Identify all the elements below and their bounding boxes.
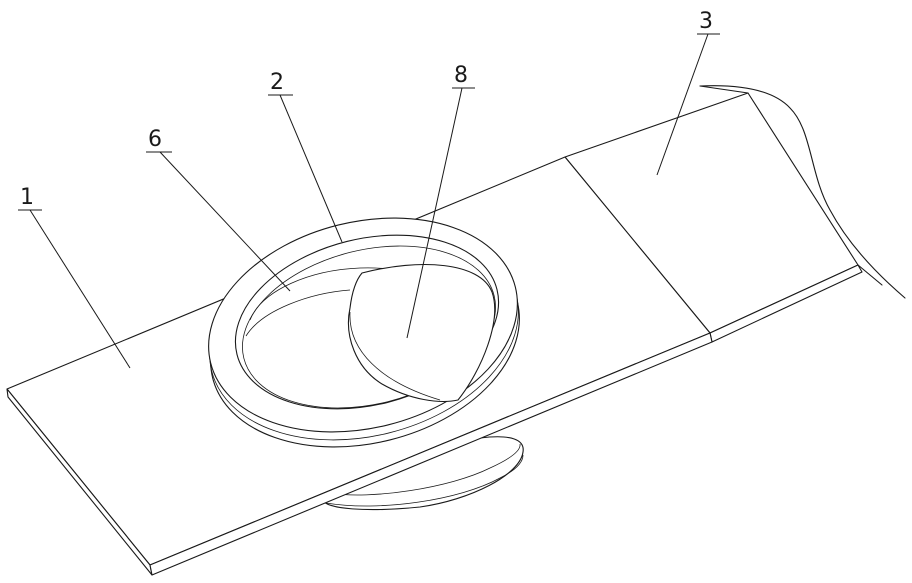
callout-1: 1 — [20, 185, 34, 210]
callout-2: 2 — [270, 70, 284, 95]
callout-3: 3 — [699, 9, 713, 34]
callout-8: 8 — [454, 63, 468, 88]
disc-8 — [347, 263, 496, 402]
leader-lines — [18, 33, 720, 369]
callout-labels: 1 2 3 6 8 — [20, 9, 713, 210]
callout-6: 6 — [148, 127, 162, 152]
